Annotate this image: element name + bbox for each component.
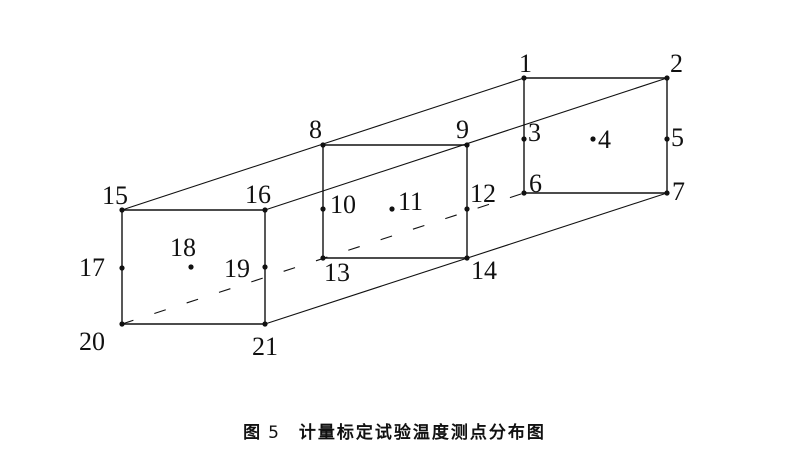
- point-label-10: 10: [330, 190, 356, 219]
- measurement-point-8: [320, 142, 326, 148]
- point-label-1: 1: [519, 49, 532, 78]
- point-label-15: 15: [102, 181, 128, 210]
- figure-title: 计量标定试验温度测点分布图: [298, 423, 546, 443]
- measurement-point-15: [119, 207, 125, 213]
- point-label-18: 18: [170, 233, 196, 262]
- point-label-4: 4: [598, 125, 611, 154]
- measurement-point-16: [262, 207, 268, 213]
- point-label-3: 3: [528, 118, 541, 147]
- measurement-point-5: [664, 136, 670, 142]
- measurement-point-17: [119, 265, 125, 271]
- point-label-7: 7: [672, 177, 685, 206]
- point-label-16: 16: [245, 180, 271, 209]
- measurement-point-1: [521, 75, 527, 81]
- back-face: [523, 77, 668, 194]
- point-label-21: 21: [252, 332, 278, 361]
- point-label-8: 8: [309, 115, 322, 144]
- point-label-5: 5: [671, 123, 684, 152]
- measurement-point-11: [389, 206, 395, 212]
- measurement-point-4: [590, 136, 596, 142]
- figure-label: 图: [243, 423, 263, 443]
- measurement-point-2: [664, 75, 670, 81]
- point-label-13: 13: [324, 258, 350, 287]
- point-label-14: 14: [471, 256, 497, 285]
- measurement-point-12: [464, 206, 470, 212]
- point-label-9: 9: [456, 115, 469, 144]
- point-label-6: 6: [529, 169, 542, 198]
- measurement-point-14: [464, 255, 470, 261]
- measurement-point-9: [464, 142, 470, 148]
- point-label-17: 17: [79, 253, 105, 282]
- measurement-point-19: [262, 264, 268, 270]
- measurement-point-7: [664, 190, 670, 196]
- point-label-12: 12: [470, 179, 496, 208]
- measurement-point-10: [320, 206, 326, 212]
- measurement-point-18: [188, 264, 194, 270]
- point-label-19: 19: [224, 254, 250, 283]
- point-label-11: 11: [398, 187, 423, 216]
- measurement-point-3: [521, 136, 527, 142]
- measurement-point-6: [521, 190, 527, 196]
- measurement-point-13: [320, 255, 326, 261]
- figure-number: 5: [268, 423, 281, 443]
- measurement-point-20: [119, 321, 125, 327]
- point-label-20: 20: [79, 327, 105, 356]
- point-label-2: 2: [670, 49, 683, 78]
- measurement-point-21: [262, 321, 268, 327]
